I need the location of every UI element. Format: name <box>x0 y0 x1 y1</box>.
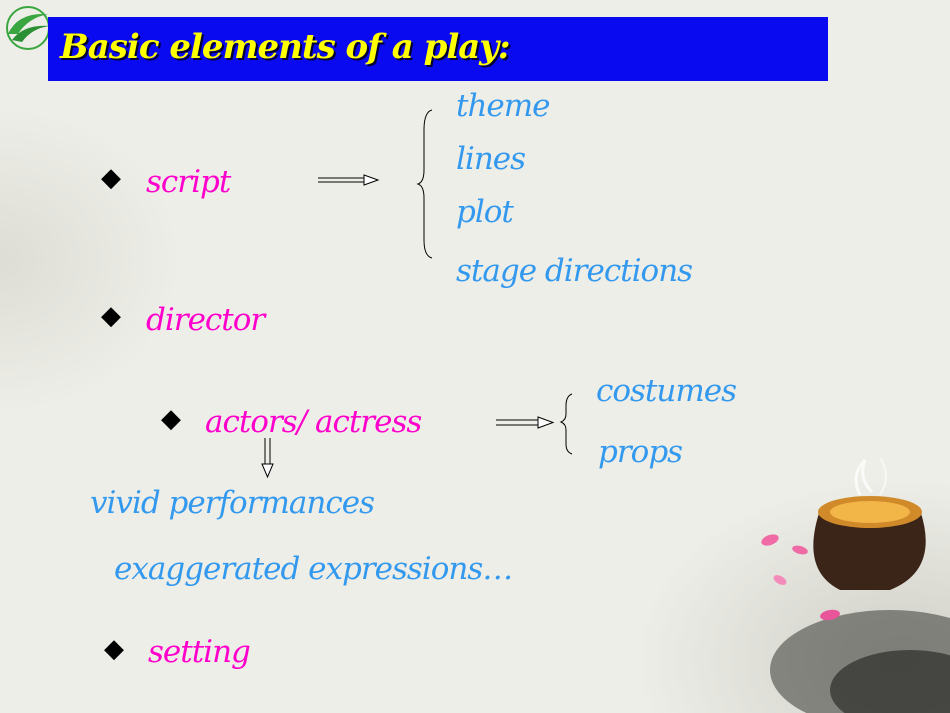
item-actors: actors/ actress <box>205 404 422 440</box>
diamond-bullet-icon: ◆ <box>101 301 121 331</box>
note-exaggerated-expressions: exaggerated expressions… <box>114 551 513 587</box>
script-detail-plot: plot <box>456 194 514 230</box>
item-script: script <box>146 164 231 200</box>
brace-icon <box>416 109 433 259</box>
script-detail-theme: theme <box>456 88 551 124</box>
note-vivid-performances: vivid performances <box>90 485 375 521</box>
actor-detail-props: props <box>598 434 683 470</box>
right-arrow-icon <box>496 416 555 429</box>
brace-icon <box>559 393 573 455</box>
item-setting: setting <box>148 634 251 670</box>
script-detail-lines: lines <box>456 141 526 177</box>
script-detail-stage-directions: stage directions <box>456 253 693 289</box>
item-director: director <box>146 302 265 338</box>
right-arrow-icon <box>318 174 380 186</box>
down-arrow-icon <box>261 438 274 479</box>
title-bar: Basic elements of a play: <box>48 17 828 81</box>
slide-title: Basic elements of a play: <box>60 27 511 67</box>
diamond-bullet-icon: ◆ <box>104 634 124 664</box>
diamond-bullet-icon: ◆ <box>101 163 121 193</box>
tea-cup-icon <box>761 457 950 713</box>
actor-detail-costumes: costumes <box>596 373 737 409</box>
diamond-bullet-icon: ◆ <box>161 404 181 434</box>
